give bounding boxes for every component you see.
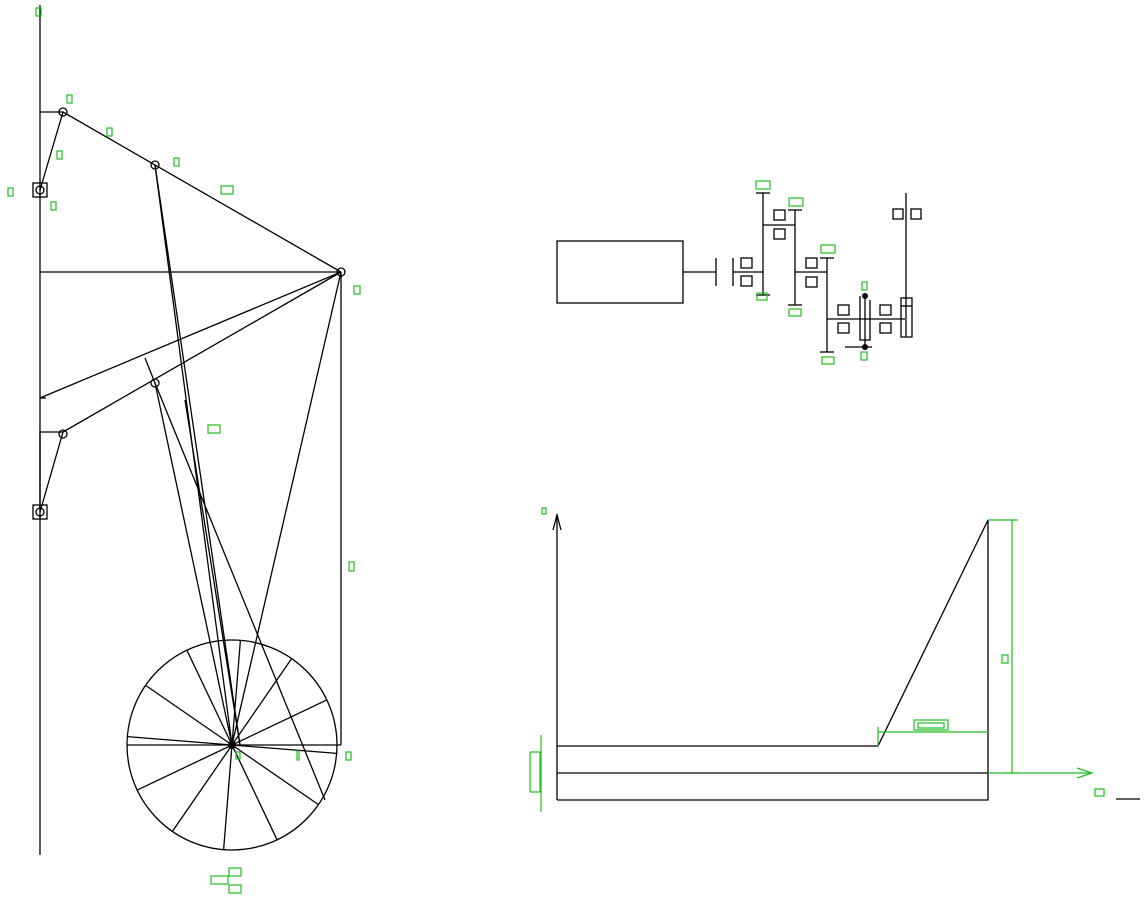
label-box (228, 867, 242, 877)
dimension-width-label-inner (917, 722, 945, 729)
joint-right-pivot (336, 267, 346, 277)
output-bearing (900, 297, 913, 307)
label-box (66, 94, 73, 104)
x-axis-label-box (1094, 788, 1105, 797)
wheel-spoke (231, 744, 278, 841)
gear-4a (879, 304, 892, 316)
label-box (788, 197, 804, 207)
slider-block-lower (32, 504, 48, 520)
output-gear-a (892, 208, 904, 220)
label-box (353, 285, 361, 295)
label-box (755, 180, 771, 190)
label-box (207, 424, 221, 434)
label-box (173, 157, 180, 167)
slider-pin-lower (35, 507, 45, 517)
label-box (106, 127, 113, 137)
joint-lower-left (58, 429, 68, 439)
dimension-height-label (1001, 654, 1009, 664)
wheel-spoke (231, 699, 328, 746)
gear-3a (837, 304, 850, 316)
x-axis-arrow (1076, 767, 1094, 779)
wheel-spoke (231, 744, 319, 806)
gear-4b (879, 322, 892, 334)
wheel-spoke (231, 640, 242, 746)
label-box (788, 308, 802, 317)
pulley-top (862, 293, 868, 299)
label-box (35, 7, 42, 17)
gear-train-view (556, 180, 922, 365)
wheel-spoke (145, 684, 233, 746)
dimension-width-label (913, 719, 949, 731)
lower-arm-2 (62, 271, 342, 433)
wheel-spoke (222, 744, 233, 850)
linkage-mechanism-view (7, 5, 361, 894)
cam-wheel-spokes (127, 640, 337, 850)
gear-1b (740, 275, 753, 287)
motion-diagram-view (529, 507, 1140, 812)
label-box (210, 875, 229, 885)
output-bracket (900, 306, 913, 338)
gear-train-labels (755, 180, 868, 365)
label-box (860, 351, 868, 361)
wheel-spoke (231, 744, 337, 755)
dimension-left-label (529, 751, 541, 793)
label-box (861, 281, 868, 291)
output-gear-b (910, 208, 922, 220)
wheel-spoke (171, 744, 233, 832)
link-lower-to-wheel-a (154, 382, 233, 746)
wheel-spoke (186, 649, 233, 746)
gear-3b (837, 322, 850, 334)
link-joint-to-wheel-b (154, 164, 241, 746)
gear-2b (773, 228, 786, 240)
gear-2c (805, 257, 818, 269)
motor-block (556, 240, 684, 304)
y-axis-label-box (541, 507, 547, 515)
label-box (348, 561, 355, 572)
lower-bracket (39, 431, 64, 513)
gear-2a (773, 209, 786, 221)
wheel-spoke (231, 658, 293, 746)
joint-top-mid (150, 160, 160, 170)
motion-profile (557, 519, 989, 801)
link-lower-to-wheel-b (154, 382, 326, 801)
wheel-spoke (136, 744, 233, 791)
label-box (821, 356, 835, 365)
label-box (50, 201, 57, 211)
label-box (56, 150, 63, 160)
label-box (220, 185, 234, 195)
pivot-to-wheel-b (184, 399, 241, 746)
slider-block-upper (32, 182, 48, 198)
gear-2d (805, 276, 818, 288)
label-box (296, 750, 300, 761)
label-box (228, 884, 242, 894)
main-link-top (62, 111, 342, 273)
belt-loop (859, 296, 871, 341)
lower-arm (39, 271, 342, 399)
label-box (756, 292, 768, 301)
linkage-labels (7, 7, 361, 894)
joint-lower-mid (150, 378, 160, 388)
pivot-to-wheel (231, 271, 342, 746)
slider-pin-upper (35, 185, 45, 195)
label-box (235, 751, 241, 760)
label-box (345, 751, 352, 761)
gear-1a (740, 257, 753, 269)
joint-top-left (58, 107, 68, 117)
label-box (820, 244, 836, 254)
y-axis-arrow (552, 512, 562, 531)
wheel-spoke (127, 735, 233, 746)
label-box (7, 187, 14, 197)
